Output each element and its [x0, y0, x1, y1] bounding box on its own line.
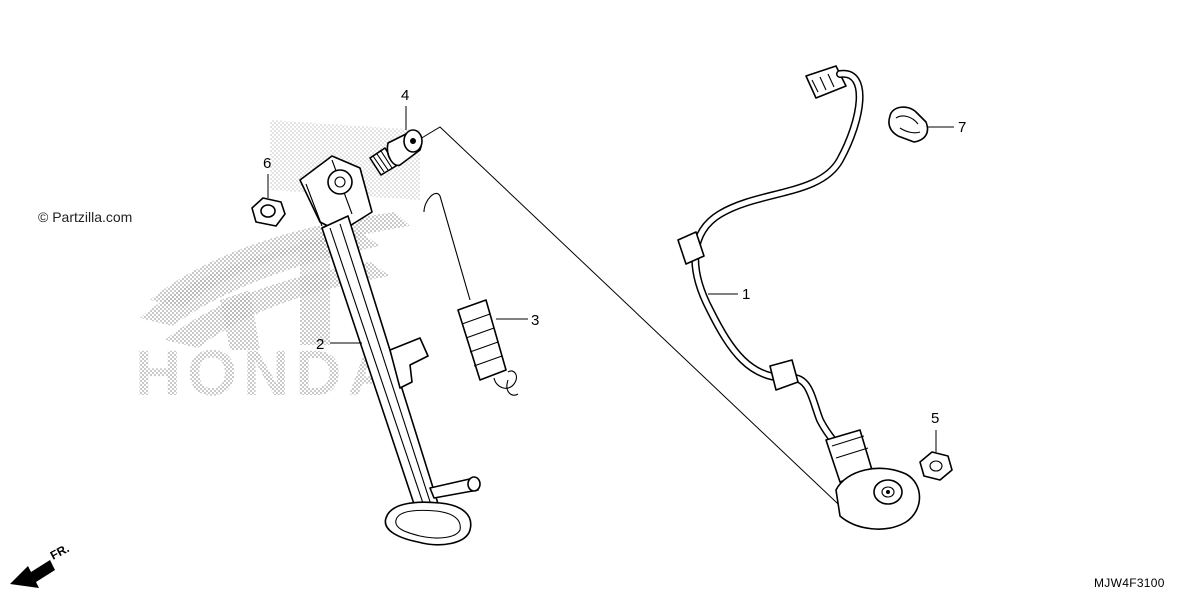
callout-spring: 3 — [531, 312, 539, 329]
brand-mark-text: HONDA — [135, 337, 400, 409]
callout-nut: 6 — [263, 155, 271, 172]
switch-bolt-part — [919, 451, 953, 481]
side-stand-part — [299, 155, 481, 546]
partzilla-watermark: © Partzilla.com — [38, 209, 132, 225]
nut-part — [251, 197, 286, 227]
callout-clip: 7 — [958, 119, 966, 136]
pivot-bolt-part — [369, 129, 423, 176]
clip-part — [888, 106, 929, 143]
diagram-code: MJW4F3100 — [1094, 576, 1165, 590]
callout-harness: 1 — [742, 286, 750, 303]
front-arrow-icon — [10, 560, 55, 588]
callout-pivot-bolt: 4 — [401, 87, 409, 104]
front-direction-indicator: FR. — [10, 541, 71, 588]
harness-part — [677, 65, 921, 530]
callout-side-stand: 2 — [316, 336, 324, 353]
direction-label: FR. — [48, 541, 72, 562]
callout-switch-bolt: 5 — [931, 410, 939, 427]
spring-part — [423, 192, 519, 396]
